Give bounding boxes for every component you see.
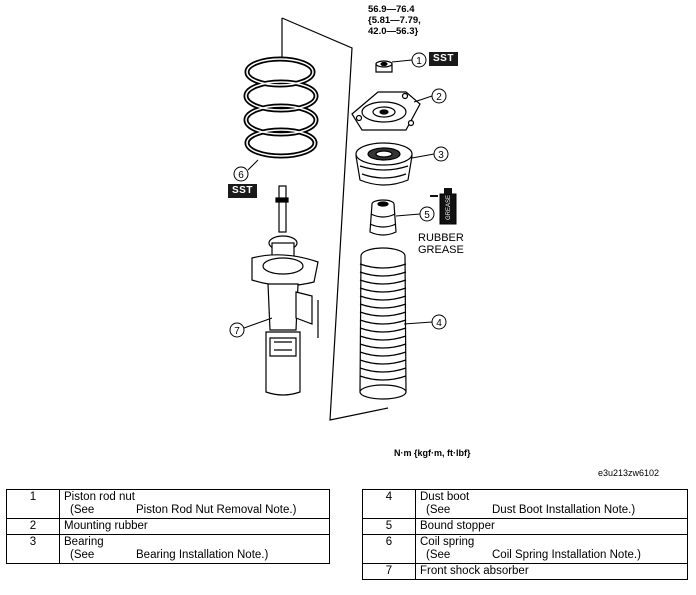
table-row: 4 Dust boot (See Dust Boot Installation N… xyxy=(362,489,688,519)
part-name: Bearing xyxy=(64,536,104,548)
part-name: Piston rod nut xyxy=(64,491,135,503)
part-name: Dust boot xyxy=(420,491,470,503)
table-row: 5 Bound stopper xyxy=(362,518,688,535)
note-text: Bearing Installation Note.) xyxy=(136,549,269,561)
marker-1: 1 xyxy=(416,56,422,67)
rubber-grease-label: RUBBER GREASE xyxy=(418,232,464,256)
table-row: 6 Coil spring (See Coil Spring Installati… xyxy=(362,534,688,564)
part-name: Bound stopper xyxy=(415,518,688,535)
torque-spec: 56.9—76.4 {5.81—7.79, 42.0—56.3} xyxy=(368,4,421,37)
part-number: 4 xyxy=(362,489,416,519)
bearing xyxy=(355,142,413,186)
sst-badge-strut: SST xyxy=(228,184,257,198)
part-cell: Bearing (See Bearing Installation Note.) xyxy=(59,534,330,564)
part-note: (See Bearing Installation Note.) xyxy=(64,549,325,562)
coil-spring xyxy=(243,56,319,159)
torque-line-3: 42.0—56.3} xyxy=(368,26,419,37)
rubber-grease-can: GREASE xyxy=(430,188,457,225)
marker-2: 2 xyxy=(436,92,442,103)
grease-line-1: RUBBER xyxy=(418,232,464,244)
part-cell: Piston rod nut (See Piston Rod Nut Remova… xyxy=(59,489,330,519)
part-number: 5 xyxy=(362,518,416,535)
part-name: Mounting rubber xyxy=(59,518,330,535)
marker-6: 6 xyxy=(238,170,244,181)
table-row: 7 Front shock absorber xyxy=(362,563,688,580)
table-row: 1 Piston rod nut (See Piston Rod Nut Remo… xyxy=(6,489,330,519)
see-label: (See xyxy=(426,549,451,561)
marker-5: 5 xyxy=(424,210,430,221)
part-number: 1 xyxy=(6,489,60,519)
grease-line-2: GREASE xyxy=(418,244,464,256)
exploded-strut-diagram: GREASE 1 2 3 5 4 6 7 xyxy=(229,17,457,421)
marker-3: 3 xyxy=(438,150,444,161)
torque-line-2: {5.81—7.79, xyxy=(368,15,421,26)
mounting-rubber xyxy=(351,91,421,131)
torque-line-1: 56.9—76.4 xyxy=(368,4,415,15)
table-row: 2 Mounting rubber xyxy=(6,518,330,535)
part-cell: Dust boot (See Dust Boot Installation Not… xyxy=(415,489,688,519)
piston-rod-nut xyxy=(375,60,393,73)
sst-badge-nut: SST xyxy=(429,52,458,66)
see-label: (See xyxy=(70,504,95,516)
part-note: (See Piston Rod Nut Removal Note.) xyxy=(64,504,325,517)
parts-table-right: 4 Dust boot (See Dust Boot Installation N… xyxy=(362,489,688,580)
note-text: Dust Boot Installation Note.) xyxy=(492,504,636,516)
figure-code: e3u213zw6102 xyxy=(598,468,660,478)
assembly-outline xyxy=(281,17,389,421)
part-name: Front shock absorber xyxy=(415,563,688,580)
shock-absorber xyxy=(251,185,319,396)
dust-boot xyxy=(359,247,407,400)
note-text: Coil Spring Installation Note.) xyxy=(492,549,641,561)
part-note: (See Coil Spring Installation Note.) xyxy=(420,549,683,562)
part-number: 7 xyxy=(362,563,416,580)
note-text: Piston Rod Nut Removal Note.) xyxy=(136,504,297,516)
table-row: 3 Bearing (See Bearing Installation Note.… xyxy=(6,534,330,564)
part-note: (See Dust Boot Installation Note.) xyxy=(420,504,683,517)
grease-can-text: GREASE xyxy=(446,195,452,220)
see-label: (See xyxy=(426,504,451,516)
part-cell: Coil spring (See Coil Spring Installation… xyxy=(415,534,688,564)
part-number: 2 xyxy=(6,518,60,535)
part-number: 3 xyxy=(6,534,60,564)
marker-7: 7 xyxy=(234,326,240,337)
part-name: Coil spring xyxy=(420,536,475,548)
see-label: (See xyxy=(70,549,95,561)
units-note: N·m {kgf·m, ft·lbf} xyxy=(394,448,471,458)
part-number: 6 xyxy=(362,534,416,564)
parts-table-left: 1 Piston rod nut (See Piston Rod Nut Remo… xyxy=(6,489,330,564)
marker-4: 4 xyxy=(436,318,442,329)
bound-stopper xyxy=(369,199,397,236)
